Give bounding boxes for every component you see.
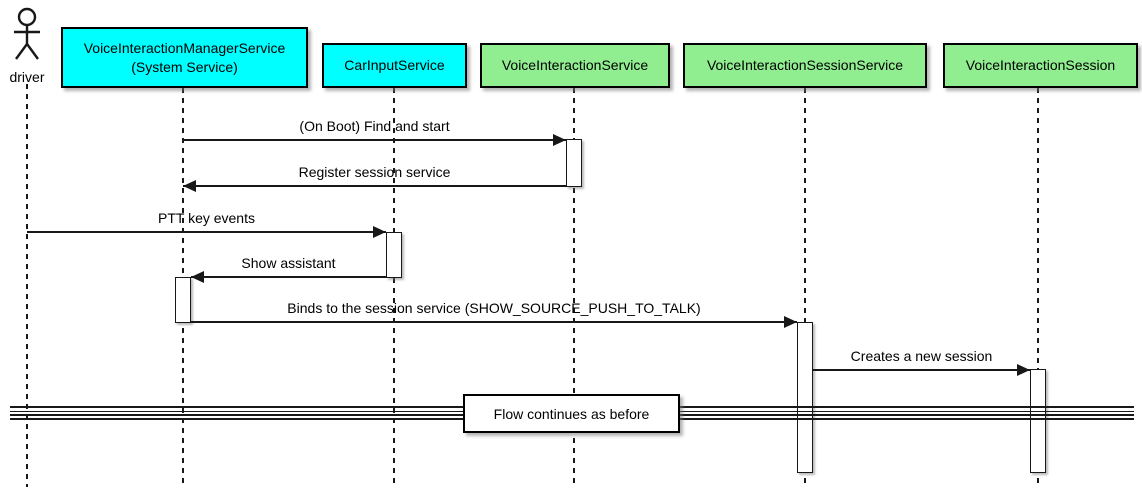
participant-voice-interaction-session: VoiceInteractionSession: [943, 43, 1138, 88]
arrowhead-right-icon: [1017, 364, 1030, 376]
message-arrow: [813, 364, 1030, 376]
participant-name: VoiceInteractionSession: [965, 57, 1116, 73]
activation-voice-interaction-session: [1030, 369, 1046, 473]
divider-label-box: Flow continues as before: [463, 394, 680, 433]
actor-driver: driver: [1, 6, 53, 85]
message-label: PTT key events: [157, 210, 255, 226]
message-arrow: [27, 226, 386, 238]
actor-stick-figure-icon: [14, 7, 40, 60]
arrowhead-right-icon: [373, 226, 386, 238]
message-arrow: [183, 134, 566, 146]
participant-voice-interaction-service: VoiceInteractionService: [480, 43, 670, 88]
lifeline-voice-interaction-session: [1037, 88, 1039, 487]
message-on-boot-find-and-start: (On Boot) Find and start: [183, 118, 566, 146]
arrowhead-right-icon: [553, 134, 566, 146]
participant-subtitle: (System Service): [131, 58, 238, 75]
message-arrow: [191, 271, 386, 283]
participant-car-input-service: CarInputService: [322, 43, 467, 88]
message-label: (On Boot) Find and start: [299, 118, 450, 134]
message-binds-to-session-service: Binds to the session service (SHOW_SOURC…: [191, 300, 797, 328]
arrowhead-right-icon: [784, 316, 797, 328]
lifeline-car-input-service: [393, 88, 395, 487]
message-creates-a-new-session: Creates a new session: [813, 348, 1030, 376]
activation-car-input-service: [386, 232, 402, 278]
arrowhead-left-icon: [191, 271, 204, 283]
participant-voice-interaction-session-service: VoiceInteractionSessionService: [683, 43, 927, 88]
lifeline-voice-interaction-session-service: [804, 88, 806, 487]
lifeline-voice-interaction-service: [573, 88, 575, 487]
participant-name: VoiceInteractionSessionService: [706, 57, 904, 73]
activation-voice-interaction-service: [566, 139, 582, 187]
message-label: Register session service: [298, 164, 451, 180]
message-arrow: [191, 316, 797, 328]
divider-label: Flow continues as before: [493, 405, 650, 422]
message-register-session-service: Register session service: [183, 164, 566, 192]
actor-driver-label: driver: [9, 69, 45, 85]
lifeline-driver: [26, 84, 28, 487]
participant-name: CarInputService: [344, 57, 445, 73]
activation-voice-interaction-manager-service: [175, 277, 191, 323]
message-arrow: [183, 180, 566, 192]
message-show-assistant: Show assistant: [191, 255, 386, 283]
message-label: Creates a new session: [850, 348, 993, 364]
participant-voice-interaction-manager-service: VoiceInteractionManagerService (System S…: [61, 27, 308, 88]
arrowhead-left-icon: [183, 180, 196, 192]
participant-name: VoiceInteractionManagerService: [83, 39, 286, 56]
activation-voice-interaction-session-service: [797, 322, 813, 473]
participant-name: VoiceInteractionService: [501, 57, 649, 73]
message-label: Binds to the session service (SHOW_SOURC…: [287, 300, 701, 316]
message-label: Show assistant: [241, 255, 336, 271]
message-ptt-key-events: PTT key events: [27, 210, 386, 238]
